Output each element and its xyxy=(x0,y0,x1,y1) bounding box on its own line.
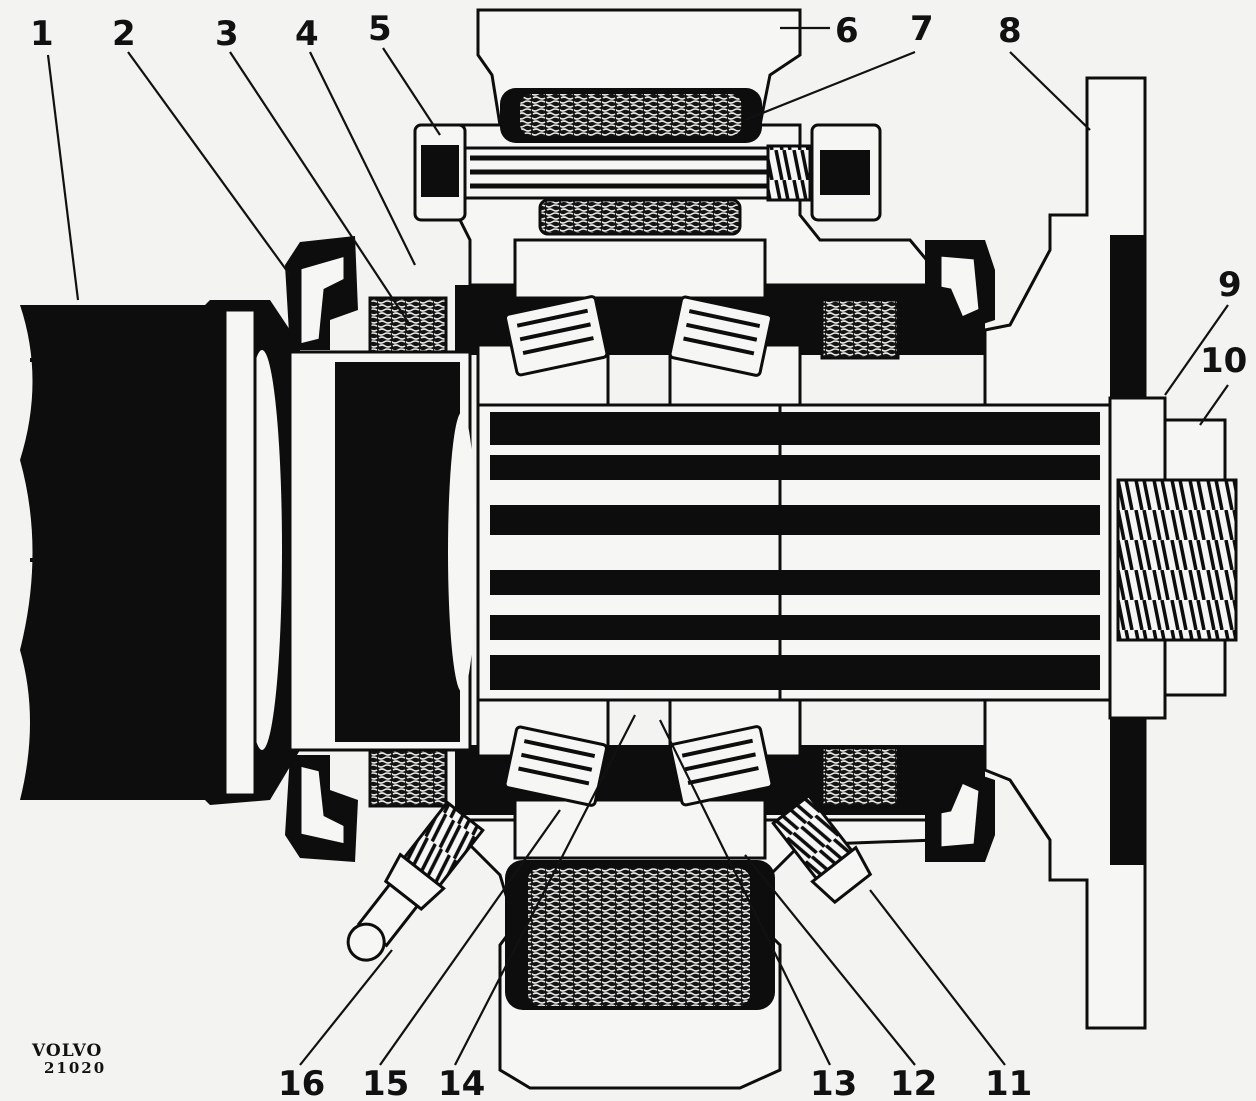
felt-lining-top-lower xyxy=(538,198,742,236)
leader-lines xyxy=(46,26,1229,1066)
callout-16: 16 xyxy=(278,1064,325,1101)
callout-7: 7 xyxy=(910,9,934,49)
callout-11: 11 xyxy=(985,1064,1032,1101)
callout-10: 10 xyxy=(1200,341,1247,381)
grease-nipple-right xyxy=(771,793,873,905)
callout-13: 13 xyxy=(810,1064,857,1101)
splined-spindle xyxy=(476,403,1120,702)
taper-roller-bearings-top xyxy=(476,238,802,407)
callout-1: 1 xyxy=(30,14,54,54)
callout-6: 6 xyxy=(835,11,859,51)
figure-code: 21020 xyxy=(44,1059,106,1077)
callout-14: 14 xyxy=(438,1064,485,1101)
callout-4: 4 xyxy=(295,14,319,54)
axle-shaft xyxy=(20,300,300,805)
callout-12: 12 xyxy=(890,1064,937,1101)
callout-8: 8 xyxy=(998,11,1022,51)
hub-nut-and-thread xyxy=(1108,396,1238,720)
callout-9: 9 xyxy=(1218,265,1242,305)
callout-3: 3 xyxy=(215,14,239,54)
callout-2: 2 xyxy=(112,14,136,54)
felt-lining-top xyxy=(520,94,742,136)
brand-label: VOLVO xyxy=(31,1041,102,1061)
callout-15: 15 xyxy=(362,1064,409,1101)
felt-lining-bottom xyxy=(528,868,750,1006)
bolt xyxy=(413,123,882,222)
callout-5: 5 xyxy=(368,9,392,49)
callout-labels: 1 2 3 4 5 6 7 8 9 10 11 12 13 14 15 16 xyxy=(30,9,1247,1101)
spline-collar xyxy=(288,350,476,752)
grease-nipple-left xyxy=(346,800,485,962)
